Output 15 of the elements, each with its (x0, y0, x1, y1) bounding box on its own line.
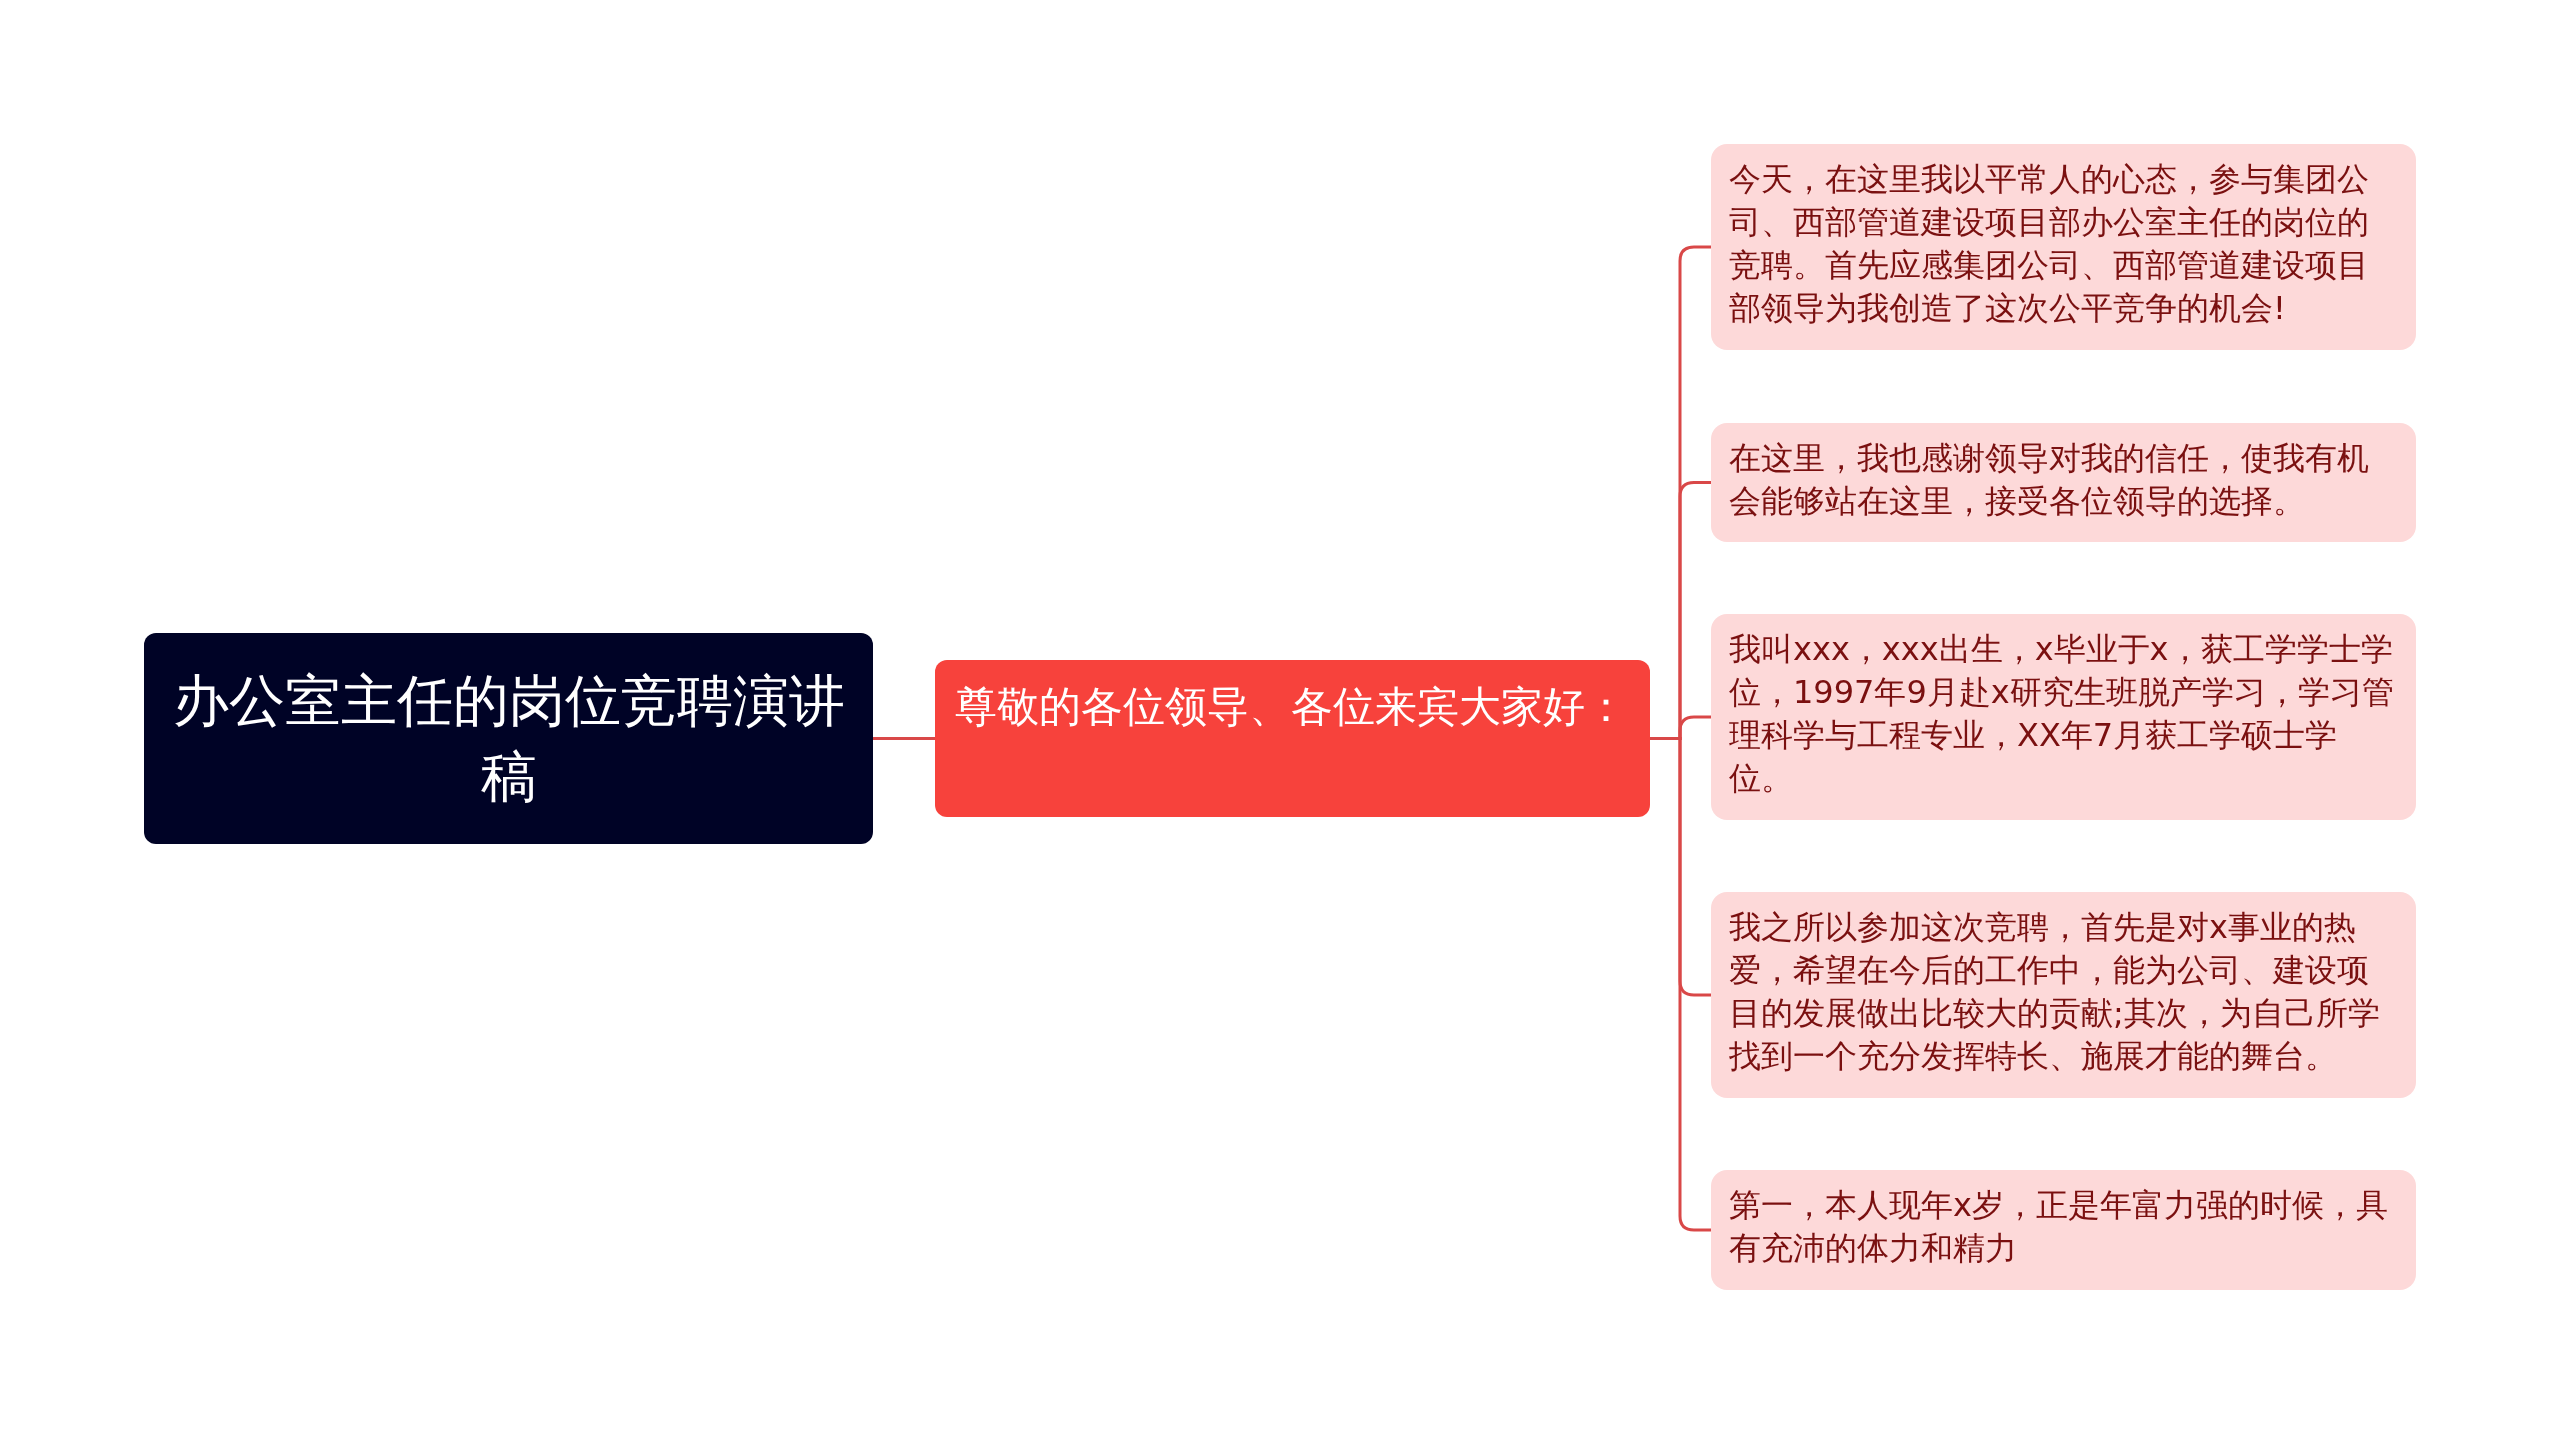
text-card (1711, 1170, 2416, 1290)
text-card (1711, 144, 2416, 350)
subtopic-box (935, 660, 1650, 817)
node-text: 第一，本人现年x岁，正是年富力强的时候，具有充沛的体力和精力 (1729, 1185, 2389, 1269)
node-text: 我之所以参加这次竞聘，首先是对x事业的热爱，希望在今后的工作中，能为公司、建设项目的发展做出比较大的贡献;其次，为自己所学找到一个充分发挥特长、施展才能的舞台。 (1729, 907, 2381, 1077)
root-topic-box (144, 633, 873, 844)
text-card (1711, 892, 2416, 1098)
node-text: 今天，在这里我以平常人的心态，参与集团公司、西部管道建设项目部办公室主任的岗位的竞聘。首先应感集团公司、西部管道建设项目部领导为我创造了这次公平竞争的机会! (1729, 159, 2370, 329)
text-card (1711, 423, 2416, 542)
text-card (1711, 614, 2416, 820)
node-text: 我叫xxx，xxx出生，x毕业于x，获工学学士学位，1997年9月赴x研究生班脱产学习，学习管理科学与工程专业，XX年7月获工学硕士学位。 (1729, 629, 2395, 799)
node-text: 办公室主任的岗位竞聘演讲稿 (171, 666, 846, 811)
node-text: 尊敬的各位领导、各位来宾大家好： (955, 681, 1627, 733)
node-text: 在这里，我也感谢领导对我的信任，使我有机会能够站在这里，接受各位领导的选择。 (1729, 438, 2370, 522)
connector-line (873, 737, 935, 740)
